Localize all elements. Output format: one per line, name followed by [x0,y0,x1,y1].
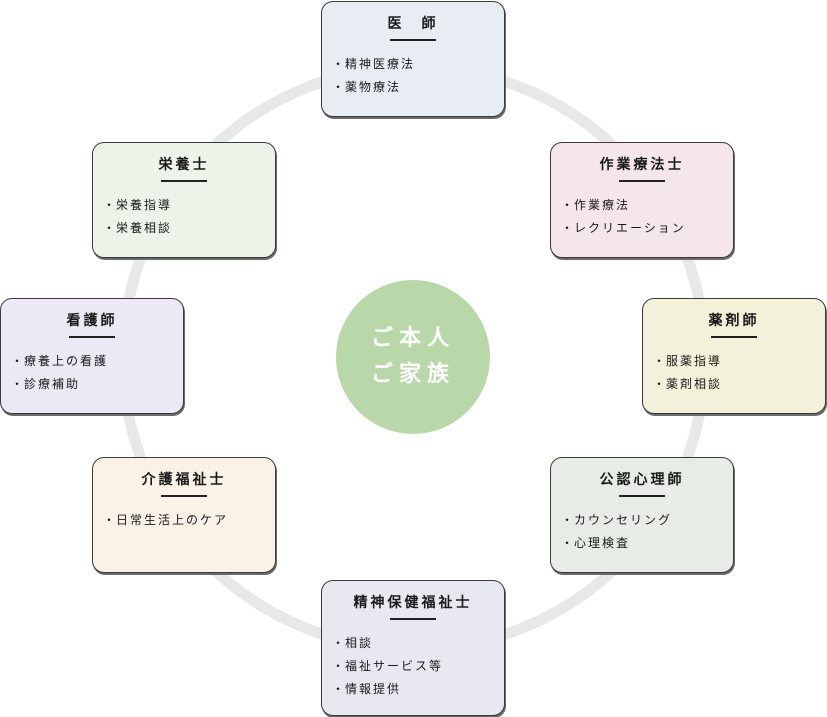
title-underline [619,495,665,497]
center-patient-family: ご本人 ご家族 [336,280,490,434]
role-item: 精神医療法 [332,53,504,76]
role-title: 精神保健福祉士 [353,595,473,611]
role-item: カウンセリング [561,509,733,532]
role-item: 栄養相談 [103,217,275,240]
role-title: 公認心理師 [599,472,685,488]
role-items: 療養上の看護 診療補助 [11,350,183,396]
role-card-pharmacist: 薬剤師 服薬指導 薬剤相談 [642,298,826,414]
role-item: 心理検査 [561,532,733,555]
title-underline [69,336,115,338]
title-underline [619,180,665,182]
role-items: 相談 福祉サービス等 情報提供 [332,632,504,701]
role-card-doctor: 医 師 精神医療法 薬物療法 [321,1,505,117]
role-items: 作業療法 レクリエーション [561,194,733,240]
role-title: 医 師 [387,16,439,32]
role-card-occupational-therapist: 作業療法士 作業療法 レクリエーション [550,142,734,258]
role-items: カウンセリング 心理検査 [561,509,733,555]
role-item: 薬物療法 [332,76,504,99]
role-card-dietitian: 栄養士 栄養指導 栄養相談 [92,142,276,258]
role-items: 栄養指導 栄養相談 [103,194,275,240]
title-underline [711,336,757,338]
role-title: 看護師 [66,313,118,329]
role-item: レクリエーション [561,217,733,240]
role-item: 服薬指導 [653,350,825,373]
role-items: 精神医療法 薬物療法 [332,53,504,99]
role-title: 栄養士 [158,157,210,173]
role-title: 介護福祉士 [141,472,227,488]
role-items: 日常生活上のケア [103,509,275,532]
role-card-psychologist: 公認心理師 カウンセリング 心理検査 [550,457,734,573]
role-items: 服薬指導 薬剤相談 [653,350,825,396]
center-line-2: ご家族 [370,362,455,387]
title-underline [390,39,436,41]
role-item: 相談 [332,632,504,655]
role-item: 栄養指導 [103,194,275,217]
role-card-psychiatric-social-worker: 精神保健福祉士 相談 福祉サービス等 情報提供 [321,580,505,716]
role-item: 薬剤相談 [653,373,825,396]
center-line-1: ご本人 [370,326,455,351]
role-item: 診療補助 [11,373,183,396]
role-item: 福祉サービス等 [332,655,504,678]
title-underline [161,495,207,497]
role-title: 作業療法士 [599,157,685,173]
role-title: 薬剤師 [708,313,760,329]
title-underline [390,618,436,620]
role-card-care-worker: 介護福祉士 日常生活上のケア [92,457,276,573]
role-item: 日常生活上のケア [103,509,275,532]
role-item: 作業療法 [561,194,733,217]
title-underline [161,180,207,182]
role-item: 療養上の看護 [11,350,183,373]
role-card-nurse: 看護師 療養上の看護 診療補助 [0,298,184,414]
role-item: 情報提供 [332,678,504,701]
